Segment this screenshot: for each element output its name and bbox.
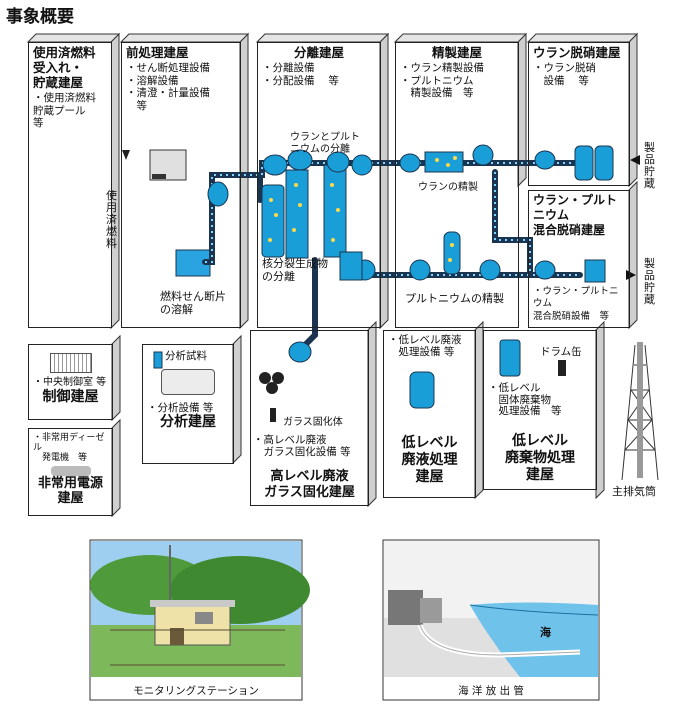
building-name: 非常用電源 建屋 <box>37 476 103 506</box>
fission-products-label: 核分裂生成物 の分離 <box>262 257 328 283</box>
low-level-liquid-building: ・低レベル廃液 処理設備 等 低レベル 廃液処理 建屋 <box>383 330 476 498</box>
uranium-denitration-building: ウラン脱硝建屋 ・ウラン脱硝 設備 等 <box>528 42 630 186</box>
equipment-list: ・低レベル廃液 処理設備 等 <box>388 334 462 358</box>
equipment-list: ・分離設備 ・分配設備 等 <box>262 62 339 87</box>
mixed-denitration-building: ウラン・プルトニウム 混合脱硝建屋 ・ウラン・プルトニウム 混合脱硝設備 等 <box>528 190 630 328</box>
equipment-list: ・非常用ディーゼル 発電機 等 <box>33 433 105 463</box>
building-name: 低レベル 廃液処理 建屋 <box>401 435 458 485</box>
control-room-icon <box>49 353 92 373</box>
analysis-building: 分析試料 ・分析設備 等 分析建屋 <box>142 344 234 464</box>
glass-canister-label: ガラス固化体 <box>283 417 343 428</box>
stack-label: 主排気筒 <box>612 485 656 498</box>
product-storage-label-2: 製品貯蔵 <box>644 257 655 306</box>
page-title: 事象概要 <box>6 7 74 27</box>
sample-label: 分析試料 <box>165 350 207 362</box>
drum-label: ドラム缶 <box>540 346 582 358</box>
low-level-solid-waste-building: ドラム缶 ・低レベル 固体廃棄物 処理設備 等 低レベル 廃棄物処理 建屋 <box>483 330 597 490</box>
building-name: 低レベル 廃棄物処理 建屋 <box>505 433 575 483</box>
u-pu-separation-label: ウランとプルト ニウムの分離 <box>290 132 360 155</box>
building-name: 使用済燃料 受入れ・ 貯蔵建屋 <box>33 45 96 90</box>
equipment-list: ・ウラン脱硝 設備 等 <box>533 62 596 87</box>
equipment-list: ・せん断処理設備 ・溶解設備 ・清澄・計量設備 等 <box>126 62 210 112</box>
pretreatment-building: 前処理建屋 ・せん断処理設備 ・溶解設備 ・清澄・計量設備 等 <box>121 42 241 328</box>
product-storage-label-1: 製品貯蔵 <box>644 141 655 190</box>
building-name: 分離建屋 <box>293 45 344 60</box>
equipment-list: ・高レベル廃液 ガラス固化設備 等 <box>253 434 351 458</box>
sea-label: 海 <box>540 626 551 639</box>
spent-fuel-label: 使用済燃料 <box>106 189 117 250</box>
purification-building: 精製建屋 ・ウラン精製設備 ・プルトニウム 精製設備 等 <box>395 42 519 328</box>
emergency-power-building: ・非常用ディーゼル 発電機 等 非常用電源 建屋 <box>28 428 113 516</box>
building-name: ウラン・プルトニウム 混合脱硝建屋 <box>533 193 618 237</box>
dissolution-label: 燃料せん断片 の溶解 <box>160 290 226 316</box>
analyzer-icon <box>161 368 215 395</box>
building-name: 高レベル廃液 ガラス固化建屋 <box>264 469 355 500</box>
control-building: ・中央制御室 等 制御建屋 <box>28 344 113 420</box>
building-name: 分析建屋 <box>160 414 216 430</box>
equipment-list: ・ウラン・プルトニウム 混合脱硝設備 等 <box>533 285 619 322</box>
generator-icon <box>50 466 91 476</box>
vitrification-building: ガラス固化体 ・高レベル廃液 ガラス固化設備 等 高レベル廃液 ガラス固化建屋 <box>250 330 369 506</box>
outfall-pipe-caption: 海 洋 放 出 管 <box>458 685 524 697</box>
building-name: 精製建屋 <box>431 45 482 60</box>
building-name: ウラン脱硝建屋 <box>533 45 621 60</box>
building-name: 制御建屋 <box>42 388 99 405</box>
equipment-list: ・ウラン精製設備 ・プルトニウム 精製設備 等 <box>400 62 484 99</box>
monitoring-station-caption: モニタリングステーション <box>133 685 259 697</box>
pu-purification-label: プルトニウムの精製 <box>405 292 504 305</box>
equipment-list: ・分析設備 等 <box>147 401 214 414</box>
equipment-list: ・使用済燃料 貯蔵プール 等 <box>33 92 96 129</box>
equipment-list: ・低レベル 固体廃棄物 処理設備 等 <box>488 382 562 417</box>
equipment-list: ・中央制御室 等 <box>33 377 107 388</box>
building-name: 前処理建屋 <box>126 45 189 60</box>
spent-fuel-storage-building: 使用済燃料 受入れ・ 貯蔵建屋 ・使用済燃料 貯蔵プール 等 <box>28 42 112 328</box>
u-purification-label: ウランの精製 <box>418 182 478 193</box>
separation-building: 分離建屋 ・分離設備 ・分配設備 等 <box>257 42 381 328</box>
